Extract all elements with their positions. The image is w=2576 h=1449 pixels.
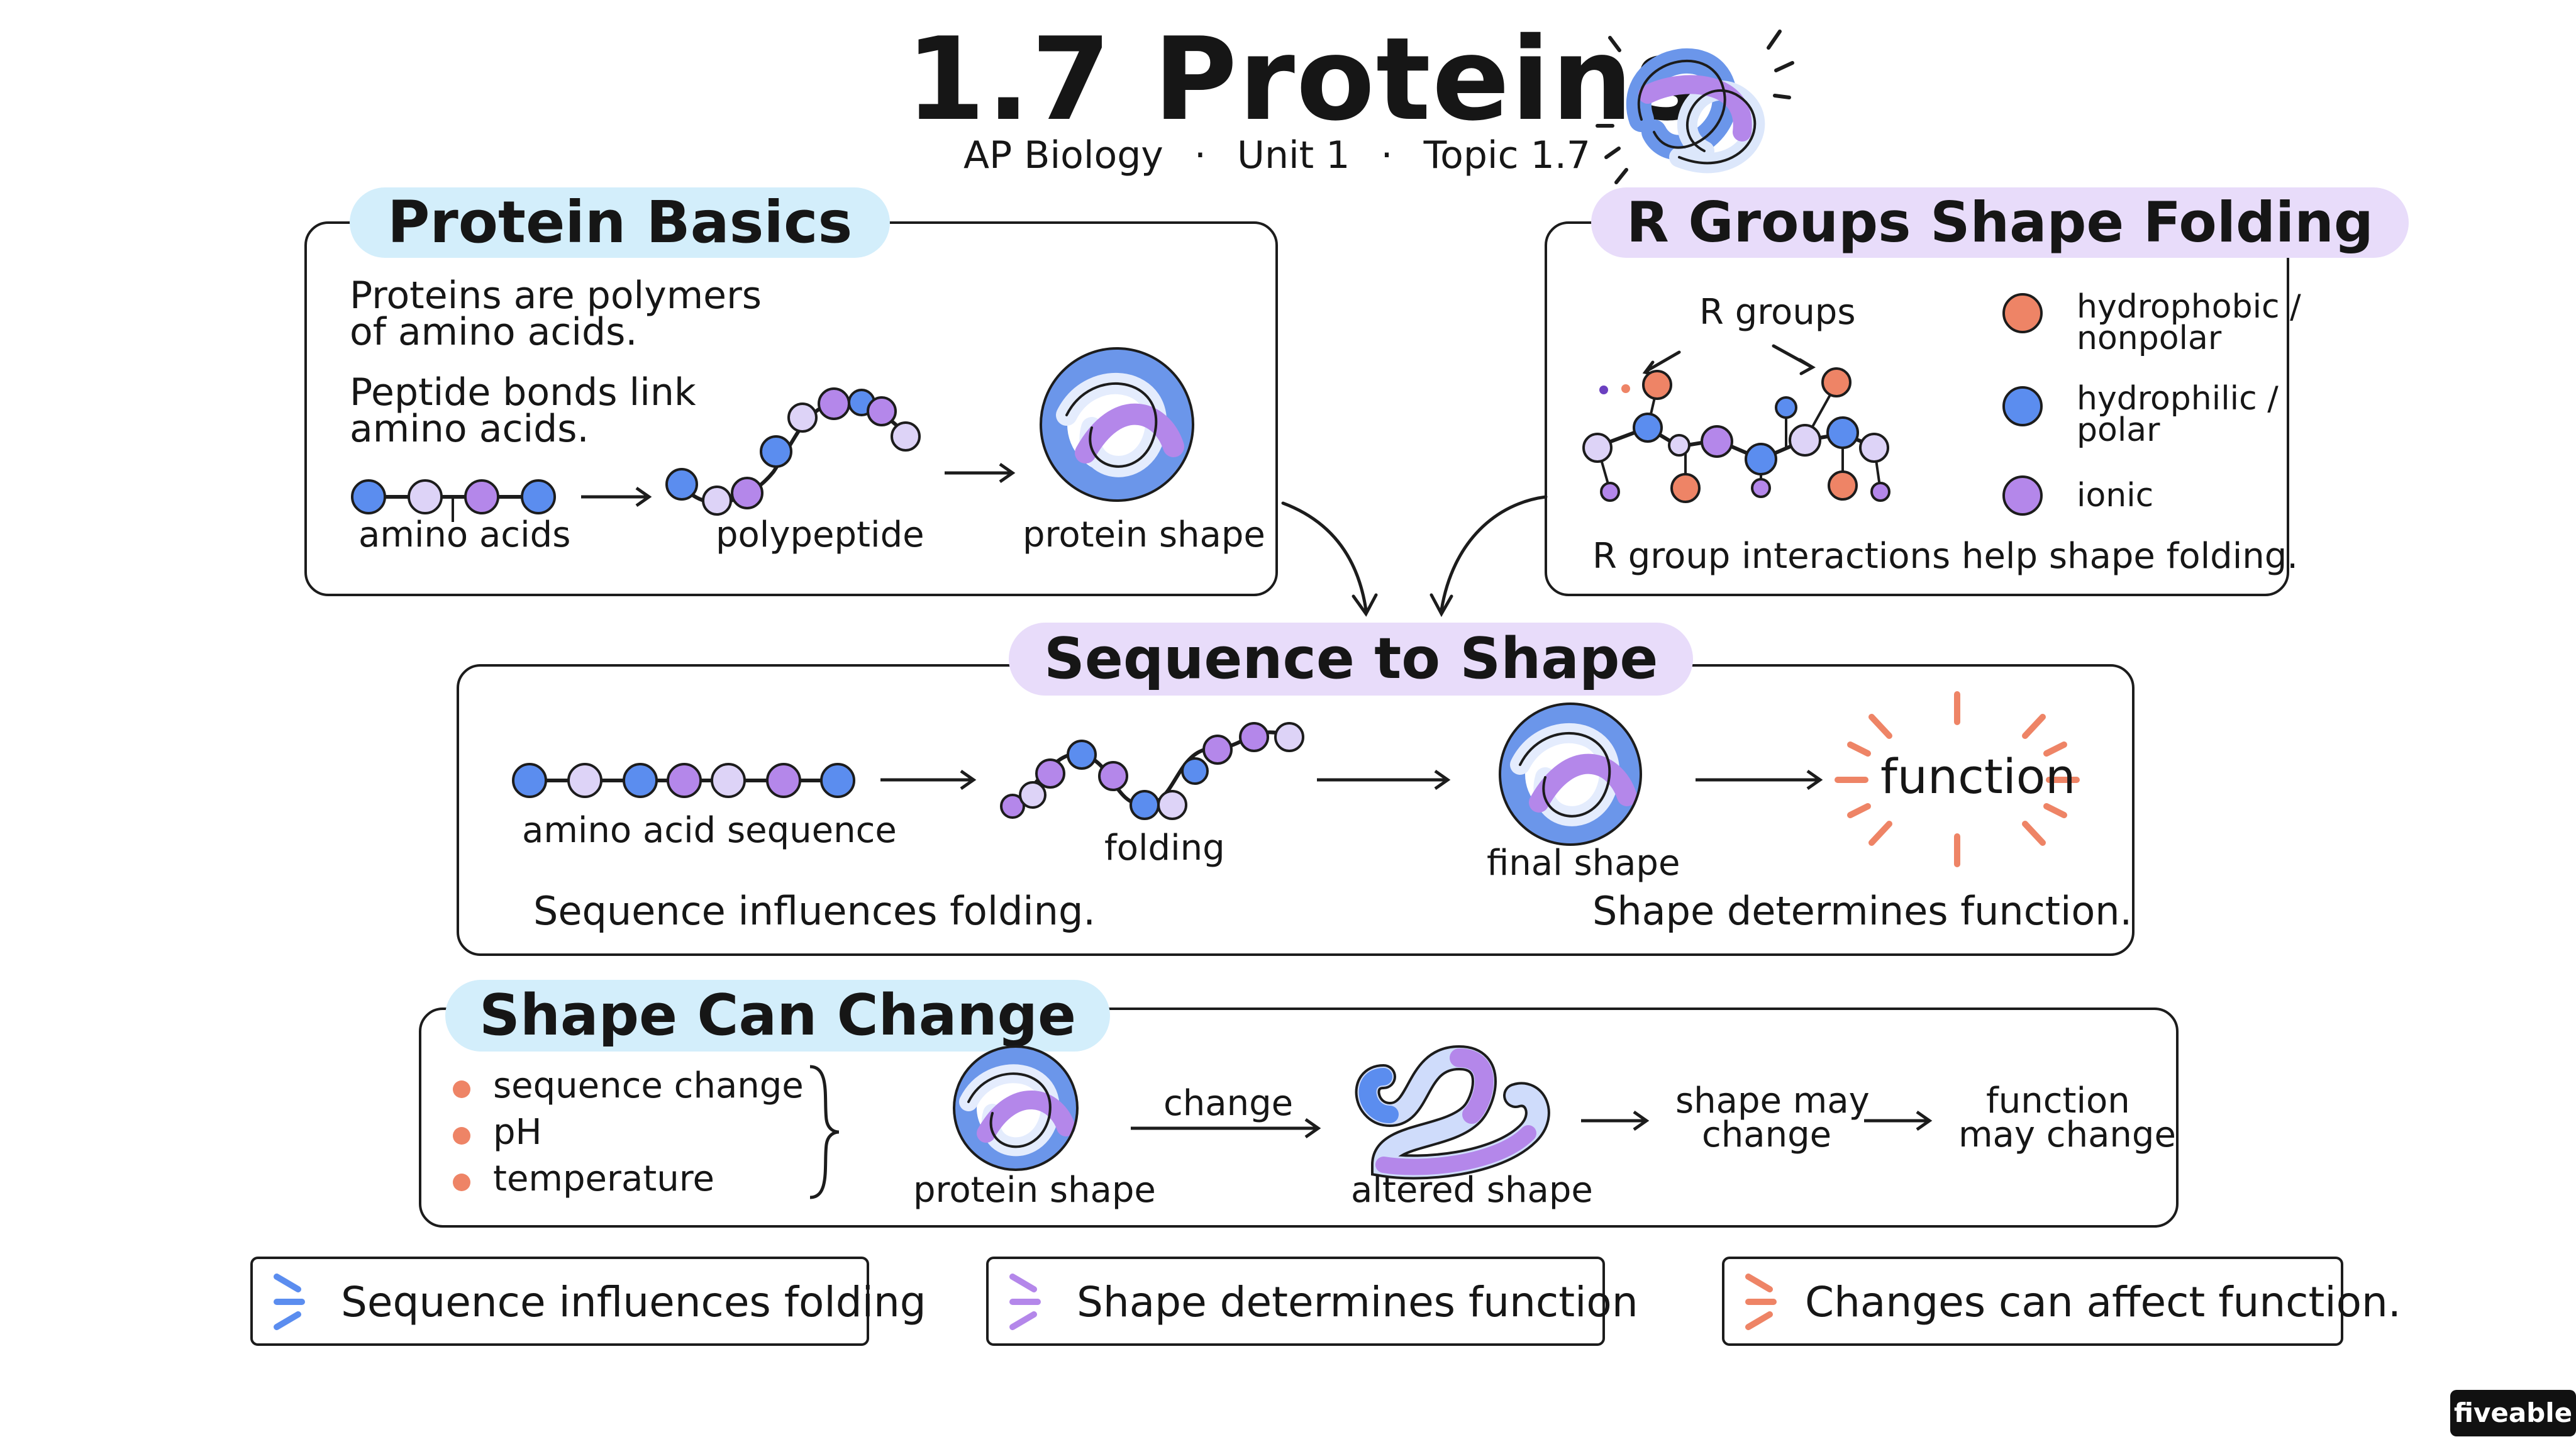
legend-ionic-label: ionic [2077, 477, 2154, 514]
label-shape-may-2: change [1702, 1114, 1832, 1155]
chevron-right-icon [274, 1274, 305, 1330]
arrow-seq-to-fold [880, 769, 977, 791]
logo-text: fiveable [2453, 1397, 2573, 1428]
bullet-icon [453, 1080, 470, 1098]
legend-hydrophilic-line2: polar [2077, 411, 2160, 449]
amino-acid-chain-graphic [351, 479, 556, 522]
legend-dot-hydrophilic [2002, 386, 2043, 426]
protein-basics-heading: Protein Basics [350, 187, 891, 258]
protein-knot-icon [1596, 30, 1794, 184]
subtitle-course: AP Biology [963, 133, 1163, 177]
list-item: temperature [453, 1158, 830, 1205]
label-amino-acids: amino acids [358, 514, 571, 555]
legend-dot-hydrophobic [2002, 293, 2043, 333]
bullet-icon [453, 1174, 470, 1191]
chevron-right-icon [1745, 1274, 1777, 1330]
curly-brace-icon [809, 1065, 840, 1199]
takeaway-sequence-folding: Sequence influences folding [250, 1257, 926, 1346]
takeaway-text: Changes can affect function. [1805, 1278, 2401, 1326]
sequence-shape-heading: Sequence to Shape [1009, 623, 1694, 696]
subtitle-topic: Topic 1.7 [1423, 133, 1591, 177]
basics-line-4: amino acids. [350, 407, 589, 451]
folding-graphic [1000, 722, 1304, 820]
legend-hydrophobic-line1: hydrophobic / [2077, 288, 2301, 326]
basics-line-2: of amino acids. [350, 310, 638, 354]
label-protein-shape: protein shape [1023, 514, 1265, 555]
arrow-fold-to-final [1317, 769, 1451, 791]
r-groups-label: R groups [1699, 292, 1856, 333]
list-item: sequence change [453, 1065, 830, 1112]
bullet-icon [453, 1127, 470, 1145]
label-altered-shape: altered shape [1351, 1170, 1593, 1211]
label-polypeptide: polypeptide [716, 514, 924, 555]
change-factors-list: sequence change pH temperature [453, 1065, 830, 1205]
label-shape-change-protein: protein shape [913, 1170, 1156, 1211]
final-shape-graphic [1499, 702, 1642, 846]
r-groups-heading: R Groups Shape Folding [1591, 187, 2409, 258]
subtitle-unit: Unit 1 [1237, 133, 1350, 177]
legend-hydrophilic-line1: hydrophilic / [2077, 380, 2279, 418]
shape-change-heading: Shape Can Change [445, 980, 1110, 1052]
chevron-right-icon [1009, 1274, 1041, 1330]
takeaway-changes-function: Changes can affect function. [1722, 1257, 2401, 1346]
takeaway-text: Sequence influences folding [341, 1278, 926, 1326]
arrow-altered-to-shape-may [1581, 1110, 1650, 1131]
legend-dot-ionic [2002, 475, 2043, 516]
label-final-shape: final shape [1487, 843, 1680, 884]
subtitle-sep-2: · [1380, 133, 1393, 177]
subtitle-sep-1: · [1194, 133, 1206, 177]
label-function-may-2: may change [1958, 1114, 2176, 1155]
takeaway-text: Shape determines function [1077, 1278, 1638, 1326]
protein-shape-graphic [1040, 347, 1194, 502]
list-item: pH [453, 1112, 830, 1158]
connector-arrows [1281, 495, 1548, 618]
polypeptide-graphic [665, 387, 921, 516]
r-groups-caption: R group interactions help shape folding. [1592, 536, 2299, 577]
label-amino-acid-sequence: amino acid sequence [522, 810, 897, 851]
basics-line-3: Peptide bonds link [350, 370, 696, 414]
shape-change-protein-graphic [953, 1045, 1079, 1171]
label-function: function [1880, 748, 2076, 804]
sequence-caption-right: Shape determines function. [1592, 888, 2133, 934]
r-groups-molecule-graphic [1582, 344, 1890, 503]
amino-acid-sequence-graphic [512, 763, 855, 798]
arrow-amino-to-poly [581, 486, 652, 508]
fiveable-logo: fiveable [2450, 1390, 2576, 1436]
arrow-shape-may-to-function-may [1864, 1110, 1933, 1131]
arrow-final-to-function [1696, 769, 1823, 791]
arrow-poly-to-shape [945, 462, 1016, 484]
label-function-may-1: function [1986, 1080, 2130, 1121]
altered-shape-graphic [1355, 1045, 1550, 1180]
sequence-caption-left: Sequence influences folding. [533, 888, 1096, 934]
page-subtitle: AP Biology · Unit 1 · Topic 1.7 [963, 133, 1591, 177]
page-title: 1.7 Proteins [906, 13, 1704, 146]
function-burst-icon [1835, 691, 2080, 867]
label-change-arrow: change [1163, 1083, 1294, 1124]
arrow-change [1131, 1118, 1321, 1139]
basics-line-1: Proteins are polymers [350, 274, 762, 318]
label-shape-may-1: shape may [1675, 1080, 1870, 1121]
takeaway-shape-function: Shape determines function [986, 1257, 1638, 1346]
label-folding: folding [1104, 828, 1225, 869]
legend-hydrophobic-line2: nonpolar [2077, 319, 2222, 357]
